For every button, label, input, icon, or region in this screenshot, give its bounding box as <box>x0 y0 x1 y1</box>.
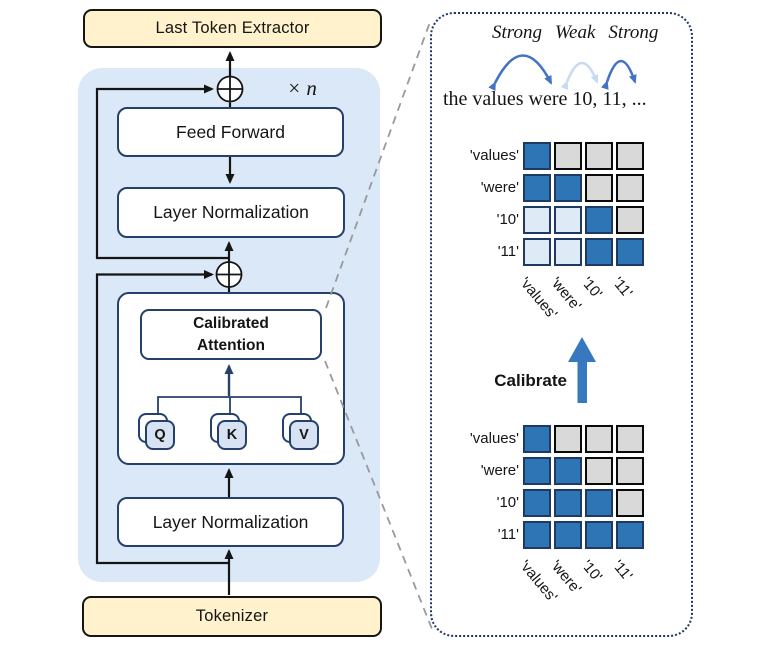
tokenizer-box: Tokenizer <box>82 596 382 637</box>
attention-cell-strong <box>616 238 644 266</box>
k-label: K <box>226 427 238 443</box>
repeat-n-label: × n <box>287 76 317 100</box>
attention-cell-empty <box>554 142 582 170</box>
layer-norm-bottom-box: Layer Normalization <box>117 497 344 547</box>
layer-norm-top-box: Layer Normalization <box>117 187 345 238</box>
last-token-extractor-label: Last Token Extractor <box>155 19 310 37</box>
arc-strength-labels: Strong Weak Strong <box>492 22 658 44</box>
matrix-row-label: 'were' <box>480 462 519 479</box>
attention-cell-strong <box>523 489 551 517</box>
matrix-row-label: '11' <box>497 243 519 260</box>
matrix-row-label: '11' <box>497 526 519 543</box>
q-label: Q <box>154 427 166 443</box>
attention-cell-empty <box>616 174 644 202</box>
attention-cell-strong <box>585 489 613 517</box>
calibrated-attention-line1: Calibrated <box>193 314 269 332</box>
calibrate-label: Calibrate <box>494 371 567 390</box>
attention-cell-empty <box>616 206 644 234</box>
attention-cell-strong <box>585 521 613 549</box>
attention-cell-weak <box>523 238 551 266</box>
attention-cell-strong <box>523 521 551 549</box>
layer-norm-top-label: Layer Normalization <box>153 202 309 222</box>
attention-cell-empty <box>616 489 644 517</box>
v-card: V <box>289 420 319 450</box>
strong-label-right: Strong <box>608 22 659 43</box>
attention-cell-strong <box>523 174 551 202</box>
attention-cell-weak <box>554 206 582 234</box>
attention-cell-strong <box>554 174 582 202</box>
feed-forward-box: Feed Forward <box>117 107 344 157</box>
last-token-extractor-box: Last Token Extractor <box>83 9 382 48</box>
layer-norm-bottom-label: Layer Normalization <box>152 511 309 532</box>
attention-cell-weak <box>554 238 582 266</box>
attention-cell-strong <box>585 206 613 234</box>
attention-cell-strong <box>554 521 582 549</box>
k-card: K <box>217 420 247 450</box>
attention-cell-empty <box>616 425 644 453</box>
calibrated-attention-matrix: 'values''were''10''11''values''were''10'… <box>463 142 683 323</box>
example-sentence: the values were 10, 11, ... <box>443 88 647 110</box>
strong-label-left: Strong <box>492 22 542 43</box>
attention-cell-strong <box>616 521 644 549</box>
calibrated-attention-box: Calibrated Attention <box>140 309 322 360</box>
v-label: V <box>299 427 309 443</box>
weak-label: Weak <box>554 22 596 43</box>
attention-cell-empty <box>616 142 644 170</box>
feed-forward-label: Feed Forward <box>176 121 285 142</box>
attention-cell-strong <box>523 425 551 453</box>
attention-cell-strong <box>554 489 582 517</box>
matrix-col-label: '10' <box>577 557 606 586</box>
attention-cell-strong <box>585 238 613 266</box>
attention-cell-empty <box>585 142 613 170</box>
attention-cell-empty <box>585 174 613 202</box>
attention-cell-empty <box>616 457 644 485</box>
matrix-row-label: '10' <box>496 211 519 228</box>
attention-cell-empty <box>585 457 613 485</box>
uncalibrated-attention-matrix: 'values''were''10''11''values''were''10'… <box>463 425 683 606</box>
calibrated-attention-line2: Attention <box>196 336 265 354</box>
attention-cell-empty <box>585 425 613 453</box>
matrix-row-label: 'were' <box>480 179 519 196</box>
attention-cell-weak <box>523 206 551 234</box>
attention-cell-strong <box>554 457 582 485</box>
attention-cell-strong <box>523 457 551 485</box>
matrix-row-label: 'values' <box>469 430 519 447</box>
attention-cell-strong <box>523 142 551 170</box>
matrix-col-label: '11' <box>608 557 636 585</box>
matrix-row-label: '10' <box>496 494 519 511</box>
q-card: Q <box>145 420 175 450</box>
zoom-detail-panel <box>430 12 693 637</box>
tokenizer-label: Tokenizer <box>195 607 269 625</box>
attention-cell-empty <box>554 425 582 453</box>
matrix-col-label: '11' <box>608 274 636 302</box>
matrix-row-label: 'values' <box>469 147 519 164</box>
matrix-col-label: '10' <box>577 274 606 303</box>
